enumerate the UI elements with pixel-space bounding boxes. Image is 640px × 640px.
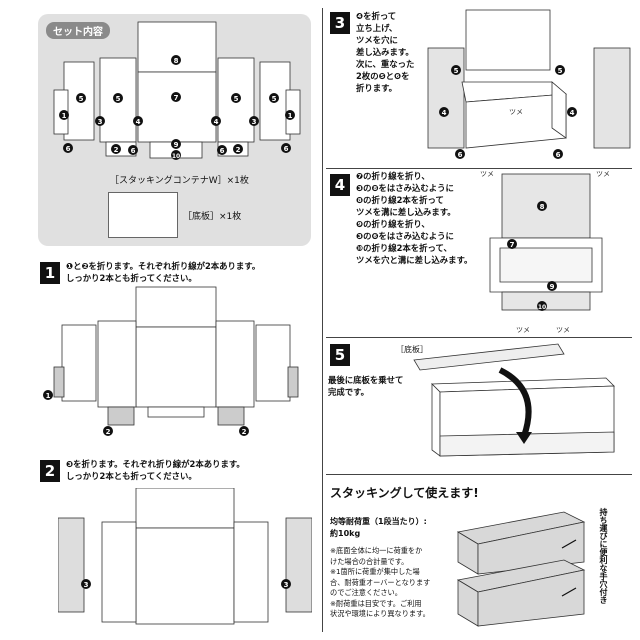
bottom-board-image [108,192,178,238]
divider [326,337,632,338]
svg-text:4: 4 [442,109,447,117]
board-caption: ［底板］×1枚 [183,212,242,222]
hand-hole-note: 持ち運びに便利な手穴付き [599,508,608,604]
marker-9: 9 [174,141,179,149]
svg-text:2: 2 [114,146,119,154]
svg-text:ツメ: ツメ [516,326,530,334]
svg-text:9: 9 [550,283,555,291]
svg-text:6: 6 [556,151,561,159]
stacking-title: スタッキングして使えます! [330,486,479,500]
svg-text:3: 3 [98,118,103,126]
svg-text:6: 6 [131,147,136,155]
svg-text:5: 5 [272,95,277,103]
container-caption: ［スタッキングコンテナW］×1枚 [110,176,249,186]
svg-text:1: 1 [62,112,67,120]
board-label: ［底板］ [396,345,428,354]
svg-text:8: 8 [540,203,545,211]
step4-number: 4 [330,174,350,196]
svg-text:ツメ: ツメ [556,326,570,334]
svg-text:6: 6 [284,145,289,153]
svg-text:5: 5 [116,95,121,103]
load-spec: 均等耐荷重（1段当たり）: 約10kg [330,517,427,538]
marker-8: 8 [174,57,179,65]
column-divider [322,8,323,632]
svg-text:7: 7 [510,241,515,249]
svg-text:4: 4 [214,118,219,126]
step5-text: 最後に底板を乗せて完成です。 [328,375,404,397]
step1-number: 1 [40,262,60,284]
marker-10: 10 [172,153,180,160]
load-notes: ※底面全体に均一に荷重をかけた場合の合計量です。※1箇所に荷重が集中した場合、耐… [330,546,431,618]
svg-text:2: 2 [236,146,241,154]
step3-diagram: ツメ 5 5 4 4 6 6 [427,9,631,159]
step1-text: ❶と❷を折ります。それぞれ折り線が2本あります。しっかり2本とも折ってください。 [66,261,261,283]
svg-text:10: 10 [538,304,546,311]
svg-text:6: 6 [220,147,225,155]
divider [326,474,632,475]
svg-text:4: 4 [136,118,141,126]
step4-diagram: ツメ ツメ ツメ ツメ 8 7 9 10 [480,170,610,334]
svg-text:5: 5 [558,67,563,75]
step2-diagram: 3 3 [58,488,312,625]
svg-text:2: 2 [106,428,111,436]
step3-number: 3 [330,12,350,34]
step5-number: 5 [330,344,350,366]
svg-text:6: 6 [66,145,71,153]
svg-text:3: 3 [84,581,89,589]
svg-text:ツメ: ツメ [480,170,494,178]
tsume-label: ツメ [509,108,523,116]
svg-text:5: 5 [234,95,239,103]
svg-text:1: 1 [288,112,293,120]
svg-text:ツメ: ツメ [596,170,610,178]
divider [326,168,632,169]
step2-number: 2 [40,460,60,482]
svg-text:3: 3 [252,118,257,126]
set-contents-label: セット内容 [46,22,110,39]
stacked-containers-image [456,511,586,627]
svg-text:2: 2 [242,428,247,436]
step5-diagram [413,343,615,457]
svg-text:1: 1 [46,392,51,400]
svg-text:3: 3 [284,581,289,589]
svg-text:5: 5 [79,95,84,103]
container-unfolded-diagram: 8 7 9 10 5 5 5 5 1 1 3 3 4 4 2 2 6 6 6 6 [53,21,301,160]
step2-text: ❸を折ります。それぞれ折り線が2本あります。しっかり2本とも折ってください。 [66,459,245,481]
marker-7: 7 [174,94,179,102]
svg-text:5: 5 [454,67,459,75]
svg-text:6: 6 [458,151,463,159]
step1-diagram: 1 2 2 [43,286,299,436]
svg-text:4: 4 [570,109,575,117]
